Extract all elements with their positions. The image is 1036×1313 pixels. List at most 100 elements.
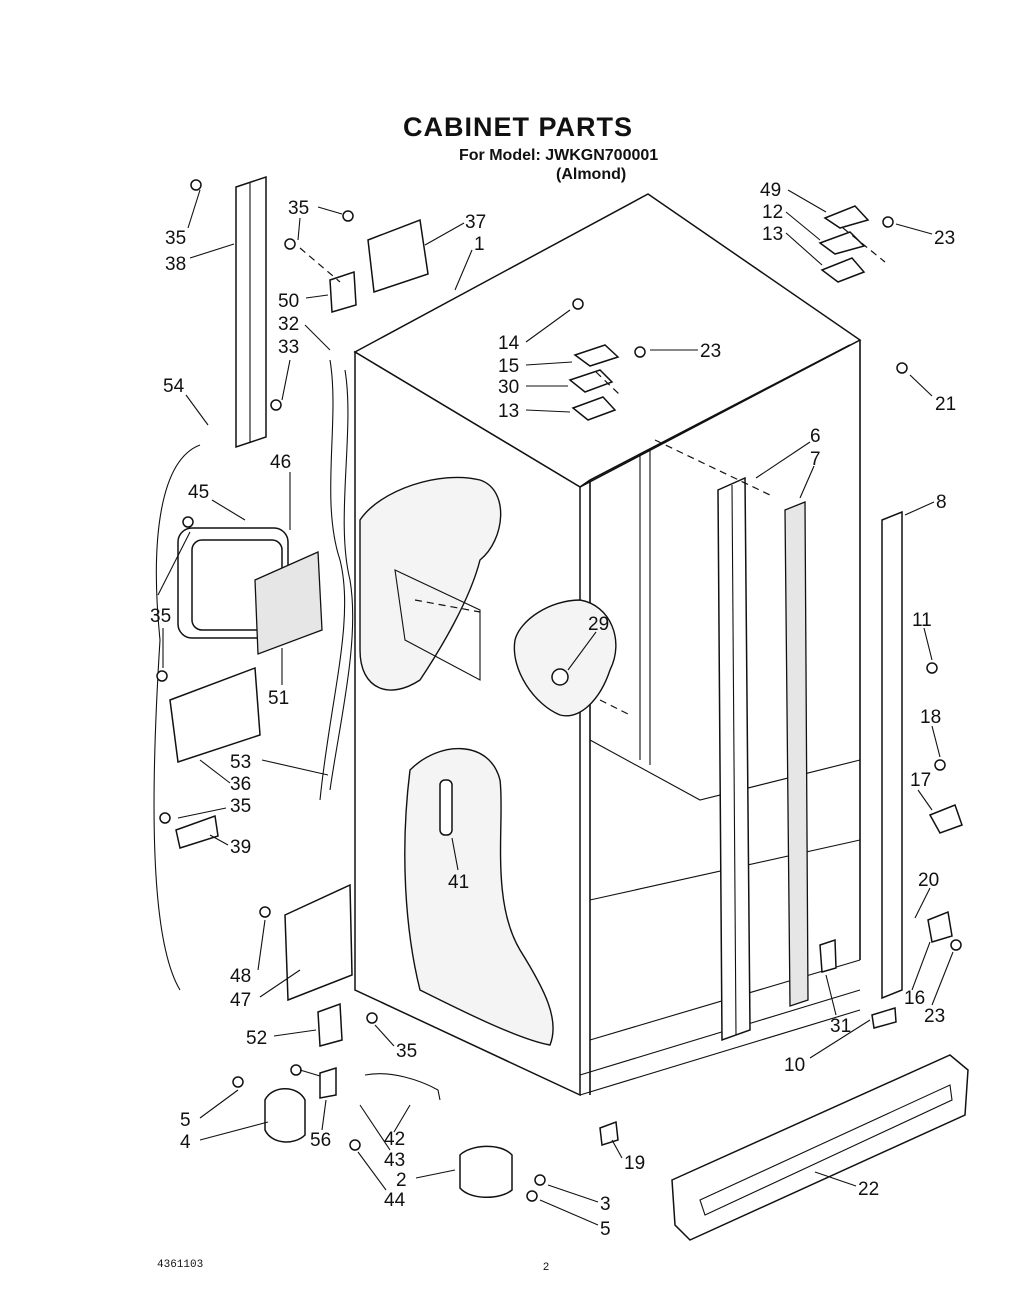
leader-35-d bbox=[157, 531, 191, 596]
leader-45 bbox=[211, 499, 246, 521]
screw-23-b bbox=[634, 346, 646, 358]
hinge-17 bbox=[928, 804, 963, 834]
align-hinge-top bbox=[842, 227, 886, 263]
callout-38: 38 bbox=[165, 254, 186, 275]
callout-23: 23 bbox=[924, 1006, 945, 1027]
align-hinge-mid bbox=[595, 371, 621, 396]
leader-50 bbox=[305, 294, 329, 299]
callout-56: 56 bbox=[310, 1130, 331, 1151]
bracket-50 bbox=[329, 270, 357, 313]
callout-44: 44 bbox=[384, 1190, 406, 1211]
leader-19 bbox=[611, 1139, 623, 1159]
callout-17: 17 bbox=[910, 770, 931, 791]
leader-52 bbox=[273, 1029, 317, 1037]
callout-8: 8 bbox=[936, 492, 947, 513]
page-title: CABINET PARTS bbox=[402, 112, 633, 142]
callout-5: 5 bbox=[600, 1219, 611, 1240]
leader-35-g bbox=[374, 1024, 395, 1047]
callout-13: 13 bbox=[762, 224, 783, 245]
grille-22-body bbox=[671, 1054, 969, 1241]
align-29 bbox=[599, 699, 631, 716]
leader-48 bbox=[257, 919, 266, 971]
leader-35-c bbox=[297, 217, 301, 241]
screw-48 bbox=[259, 906, 271, 918]
wire-harness-32b bbox=[329, 369, 354, 791]
screw-3 bbox=[534, 1174, 546, 1186]
screw-35-f bbox=[159, 812, 171, 824]
callout-52: 52 bbox=[246, 1028, 267, 1049]
leader-11 bbox=[923, 627, 933, 661]
callout-12: 12 bbox=[762, 202, 783, 223]
block-10 bbox=[871, 1007, 897, 1029]
roller-2 bbox=[459, 1145, 513, 1198]
screw-35-e bbox=[156, 670, 168, 682]
hinge-13-top bbox=[820, 257, 866, 283]
insulation-51 bbox=[254, 551, 323, 655]
trim-strip-8 bbox=[881, 510, 903, 1000]
left-components bbox=[153, 218, 513, 1198]
hinge-12 bbox=[818, 231, 866, 255]
trim-strip-6-edge bbox=[731, 484, 737, 1036]
alignment-lines bbox=[299, 227, 886, 716]
align-6 bbox=[654, 439, 771, 496]
color-line: (Almond) bbox=[556, 166, 627, 183]
screw-35-d bbox=[182, 516, 194, 528]
callout-16: 16 bbox=[904, 988, 925, 1009]
leader-3 bbox=[547, 1184, 599, 1203]
trim-strip-38 bbox=[235, 175, 267, 449]
leader-42 bbox=[393, 1104, 411, 1133]
base-edge-2 bbox=[579, 989, 861, 1076]
leader-5-b bbox=[539, 1199, 599, 1226]
base-edge bbox=[579, 1009, 861, 1096]
screw-35-h bbox=[290, 1064, 302, 1076]
leader-2 bbox=[415, 1169, 456, 1179]
clip-39 bbox=[175, 814, 219, 849]
bracket-52 bbox=[317, 1002, 343, 1047]
hinge-parts bbox=[568, 205, 963, 943]
vertical-trims bbox=[235, 175, 903, 1042]
leader-53 bbox=[261, 759, 329, 776]
leader-31 bbox=[825, 974, 837, 1016]
panel-36 bbox=[169, 666, 261, 763]
leader-13-b bbox=[525, 409, 571, 413]
leader-8 bbox=[904, 501, 935, 516]
leader-20 bbox=[914, 887, 931, 919]
callout-13: 13 bbox=[498, 401, 519, 422]
screw-35-a bbox=[190, 179, 202, 191]
caster-4 bbox=[264, 1088, 306, 1143]
callout-32: 32 bbox=[278, 314, 299, 335]
callout-2: 2 bbox=[396, 1170, 407, 1191]
callout-19: 19 bbox=[624, 1153, 645, 1174]
callout-18: 18 bbox=[920, 707, 941, 728]
bracket-37 bbox=[367, 218, 429, 294]
leader-14 bbox=[525, 309, 571, 343]
screw-44 bbox=[349, 1139, 361, 1151]
leader-56 bbox=[321, 1099, 327, 1131]
leader-39 bbox=[209, 834, 229, 846]
callout-3: 3 bbox=[600, 1194, 611, 1215]
callout-labels: 35 38 35 37 1 50 32 33 54 46 45 35 51 53… bbox=[150, 180, 956, 1240]
callout-53: 53 bbox=[230, 752, 251, 773]
leader-23-c bbox=[931, 951, 954, 1006]
screw-14 bbox=[572, 298, 584, 310]
leader-36 bbox=[199, 759, 231, 784]
leader-29 bbox=[567, 631, 597, 671]
leader-23-a bbox=[895, 223, 933, 235]
leader-47 bbox=[259, 969, 301, 998]
leader-10 bbox=[809, 1019, 871, 1059]
leader-15 bbox=[525, 361, 573, 366]
leader-49 bbox=[787, 189, 827, 213]
callout-14: 14 bbox=[498, 333, 520, 354]
cutaway-window bbox=[394, 569, 481, 681]
leader-21 bbox=[909, 374, 933, 397]
callout-30: 30 bbox=[498, 377, 519, 398]
hinge-13-mid bbox=[571, 396, 617, 421]
callout-21: 21 bbox=[935, 394, 956, 415]
callout-35: 35 bbox=[288, 198, 309, 219]
hinge-cap-49 bbox=[823, 205, 870, 229]
plug-29 bbox=[551, 668, 569, 686]
leader-4 bbox=[199, 1121, 269, 1141]
screw-23-c bbox=[950, 939, 962, 951]
leader-54 bbox=[185, 394, 209, 426]
screw-5 bbox=[232, 1076, 244, 1088]
